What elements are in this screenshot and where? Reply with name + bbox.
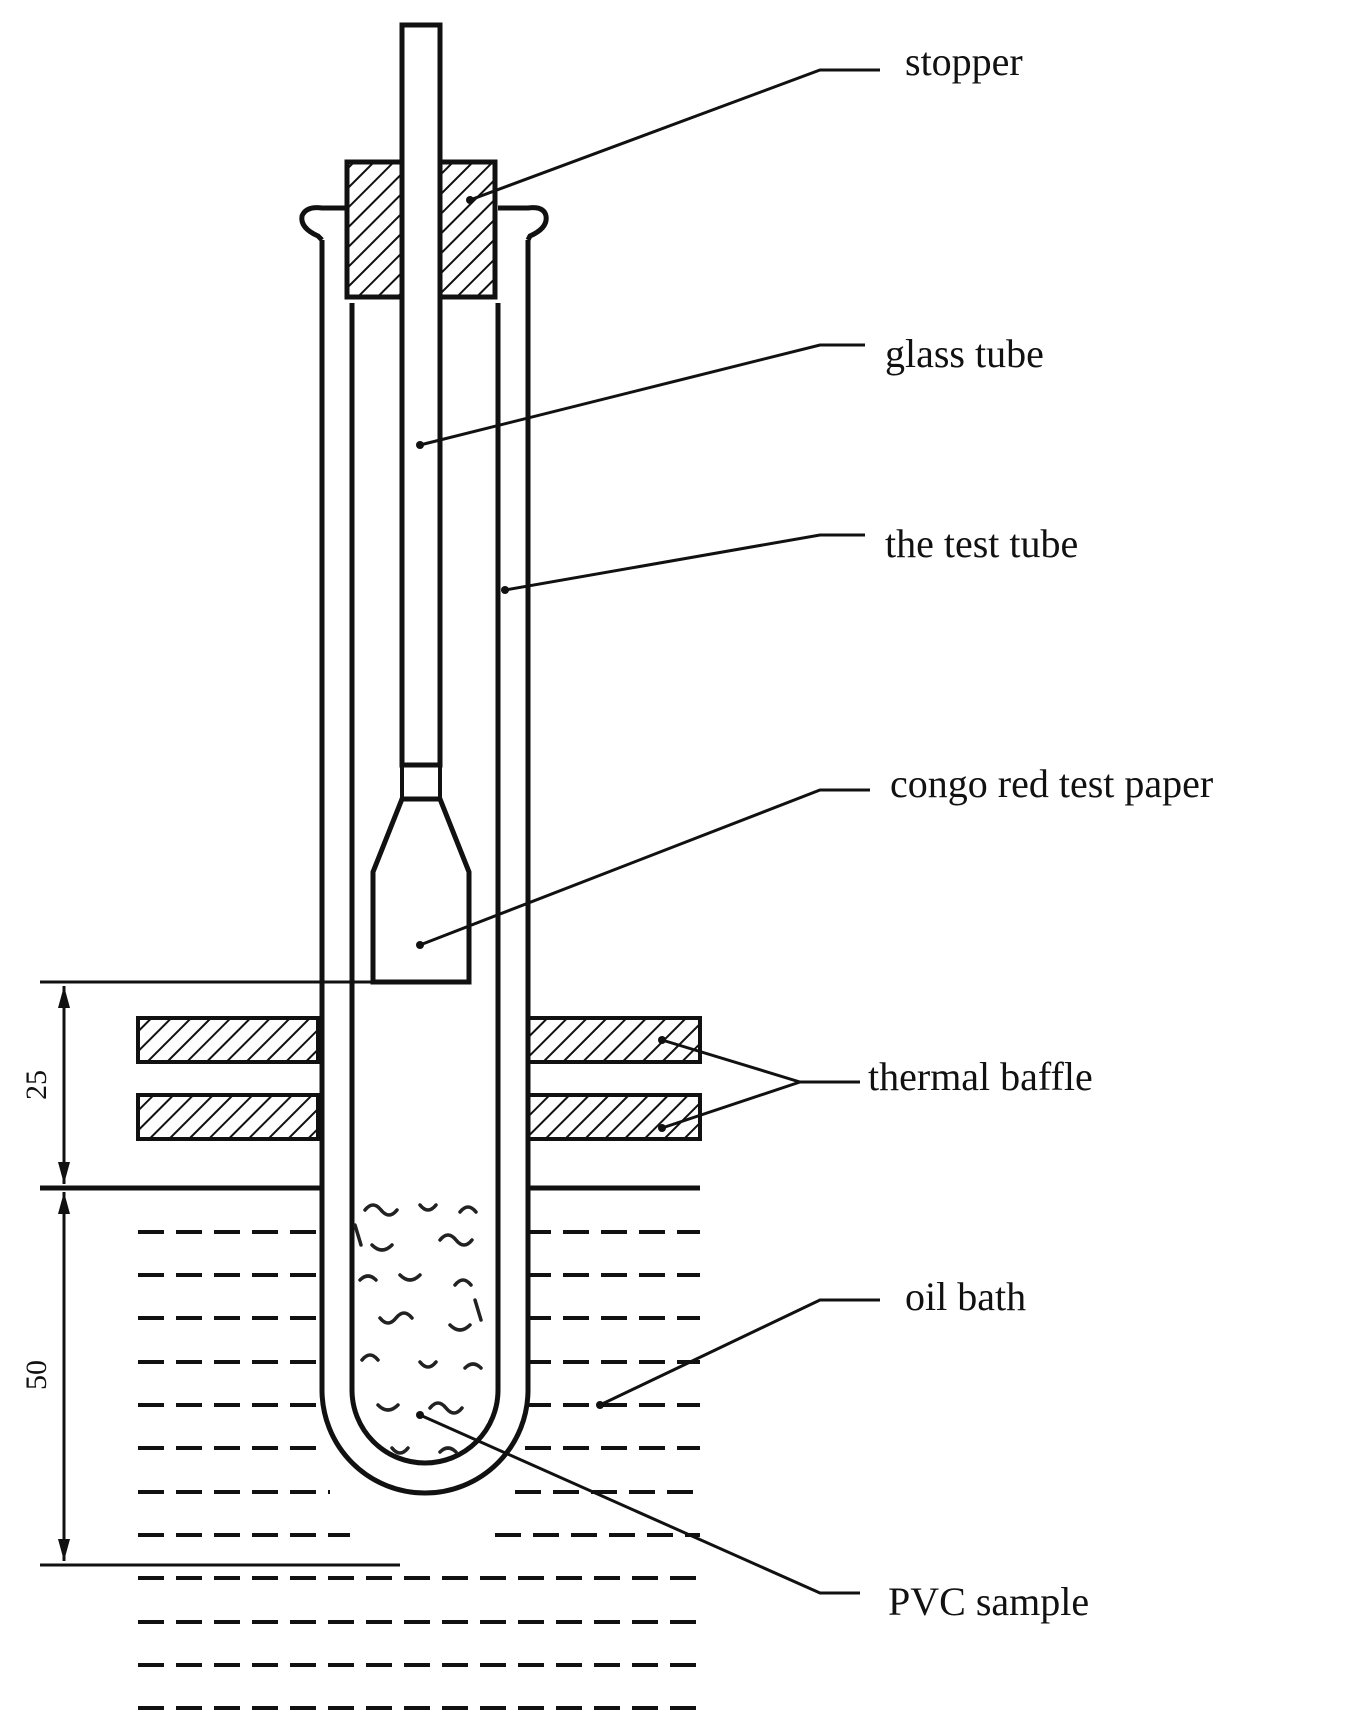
pvc-sample-fill	[353, 1203, 483, 1460]
label-congo-red-test-paper: congo red test paper	[890, 761, 1213, 806]
label-oil-bath: oil bath	[905, 1274, 1026, 1319]
leader-lines	[419, 68, 880, 1595]
dimension-lines	[40, 980, 400, 1567]
label-glass-tube: glass tube	[885, 331, 1044, 376]
label-test-tube: the test tube	[885, 521, 1078, 566]
dimension-25: 25	[20, 1070, 53, 1100]
stopper-shape	[344, 159, 498, 300]
dimension-50: 50	[20, 1360, 53, 1390]
glass-tube-shape	[399, 22, 443, 768]
leader-dots	[416, 196, 666, 1419]
label-thermal-baffle: thermal baffle	[868, 1054, 1093, 1099]
label-stopper: stopper	[905, 39, 1023, 84]
label-pvc-sample: PVC sample	[888, 1579, 1089, 1624]
thermal-baffle-shapes	[136, 1016, 702, 1141]
oil-bath-lines	[138, 1230, 700, 1710]
